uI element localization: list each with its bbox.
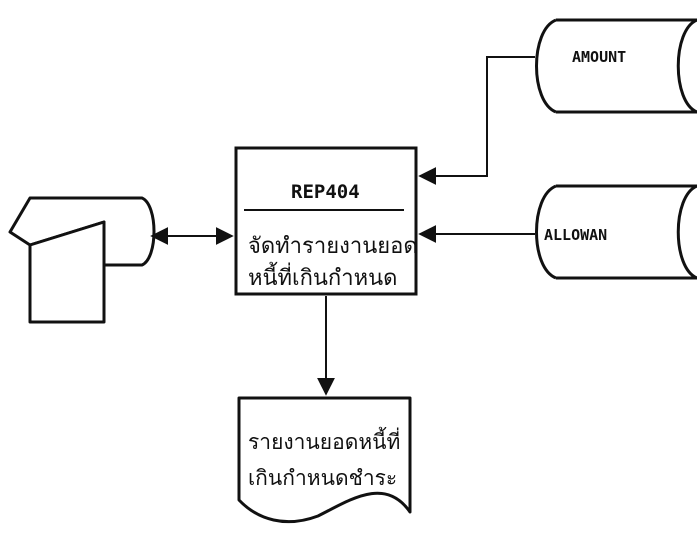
process-id: REP404	[291, 181, 360, 203]
report-document	[237, 396, 412, 524]
datastore-allowan	[535, 184, 697, 280]
process-box	[234, 146, 418, 296]
datastore-amount	[535, 18, 697, 114]
amount-to-process-arrow	[418, 56, 535, 185]
process-desc-line1: จัดทำรายงานยอด	[248, 234, 418, 259]
datastore-amount-label: AMOUNT	[572, 48, 627, 66]
report-title-line2: เกินกำหนดชำระ	[248, 466, 398, 490]
process-desc-line2: หนี้ที่เกินกำหนด	[248, 266, 398, 291]
report-title-line1: รายงานยอดหนี้ที่	[248, 430, 401, 454]
terminal-device-icon	[8, 196, 156, 324]
datastore-allowan-label: ALLOWAN	[544, 226, 608, 244]
